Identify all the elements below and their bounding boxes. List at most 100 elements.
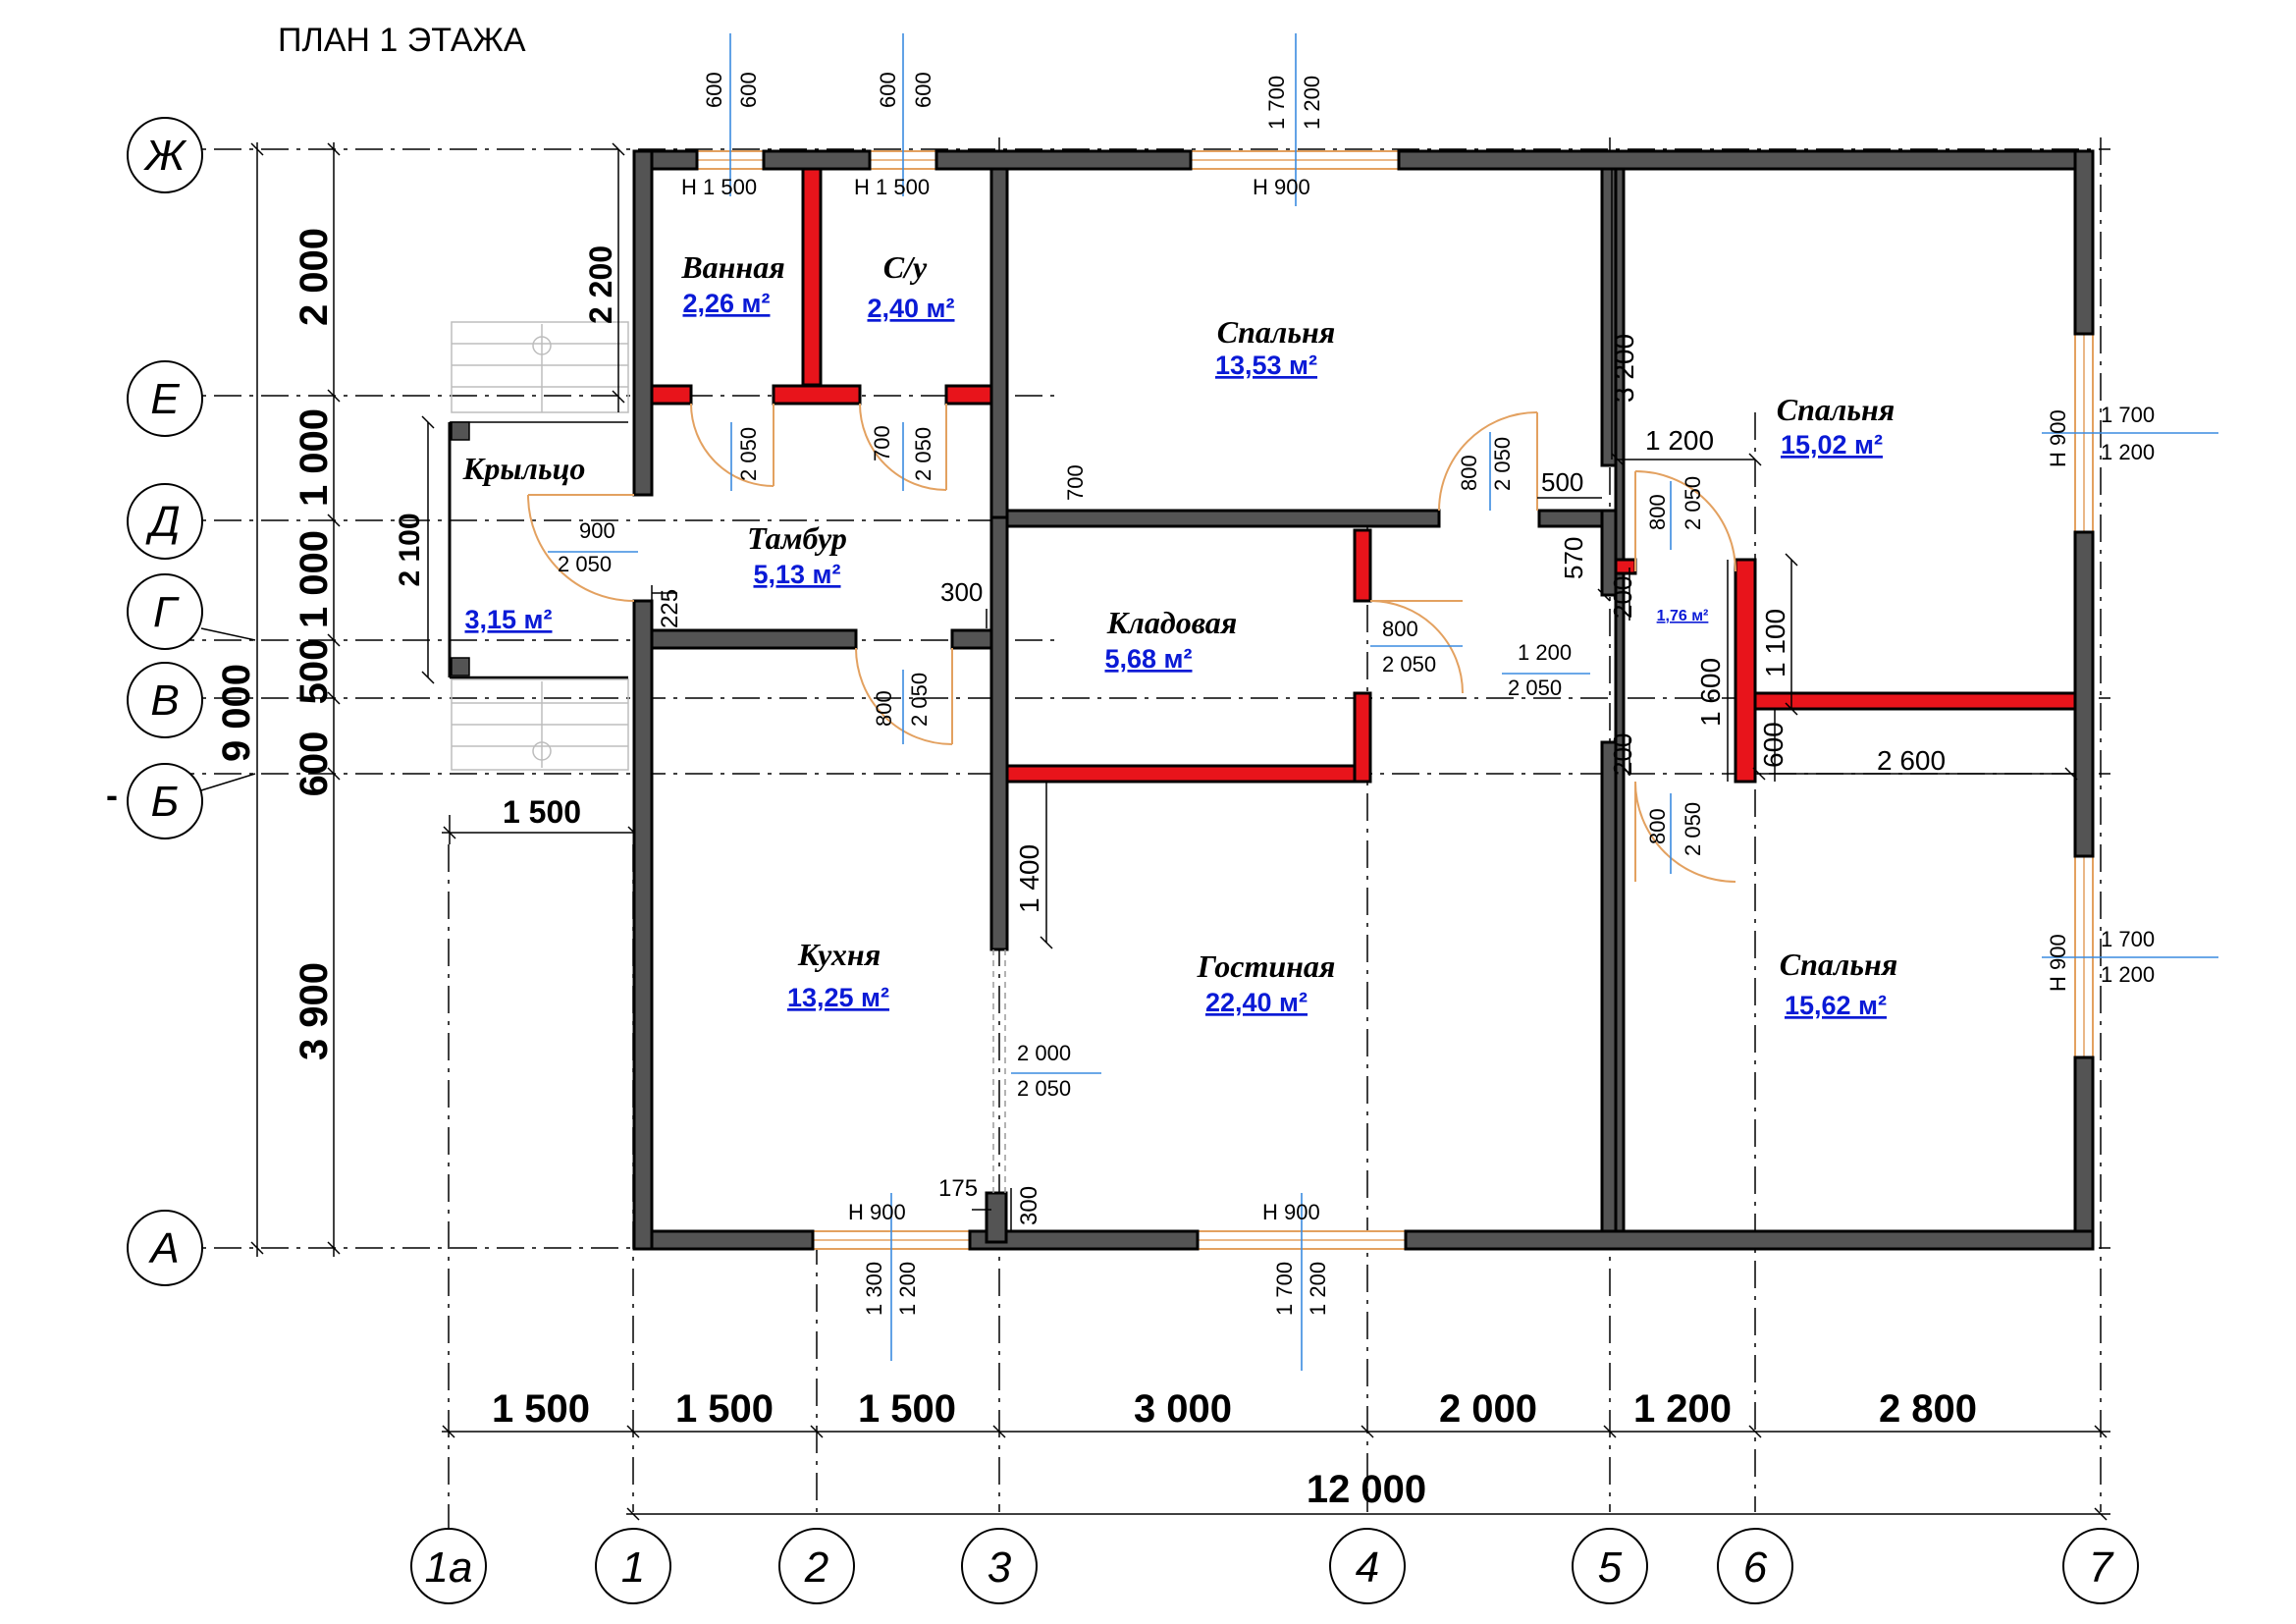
svg-text:2 050: 2 050	[1508, 676, 1562, 700]
room-living: Гостиная 22,40 м²	[1197, 948, 1336, 1017]
dim-left-3: 1 000	[293, 530, 336, 628]
svg-text:800: 800	[1457, 455, 1481, 491]
partition-walls	[650, 167, 2077, 784]
svg-text:300: 300	[940, 577, 983, 607]
svg-text:2 050: 2 050	[907, 673, 932, 727]
svg-text:Н 1 500: Н 1 500	[854, 175, 930, 199]
column-axis-bubbles: 1а 1 2 3 4 5 6 7	[410, 1528, 2139, 1604]
room-area-bedroom-2: 15,02 м²	[1781, 430, 1883, 460]
room-bath: Ванная 2,26 м²	[680, 249, 784, 318]
room-area-porch: 3,15 м²	[464, 605, 552, 634]
svg-text:7: 7	[2089, 1543, 2114, 1592]
svg-text:2 050: 2 050	[736, 427, 761, 481]
axis-bubble-5: 5	[1572, 1528, 1648, 1604]
dim-left-4: 500	[293, 639, 336, 705]
room-name-porch: Крыльцо	[462, 451, 586, 486]
row-axis-bubbles: Ж Е Д Г В Б А	[127, 117, 256, 1286]
svg-text:Н 900: Н 900	[848, 1200, 906, 1224]
dim-bottom-total: 12 000	[1307, 1468, 1426, 1511]
room-hall-small: 1,76 м²	[1657, 608, 1709, 624]
dim-porch-width: 1 500	[503, 794, 581, 830]
svg-text:Ж: Ж	[143, 132, 187, 180]
svg-text:1а: 1а	[425, 1543, 473, 1592]
svg-text:175: 175	[938, 1175, 978, 1202]
room-area-vestibule: 5,13 м²	[753, 560, 840, 589]
svg-text:570: 570	[1559, 537, 1588, 579]
bottom-dimensions: 1 500 1 500 1 500 3 000 2 000 1 200 2 80…	[442, 1387, 2110, 1521]
svg-text:800: 800	[1382, 617, 1418, 641]
axis-bubble-b: Б	[127, 763, 256, 839]
room-name-storage: Кладовая	[1106, 605, 1238, 640]
svg-text:200: 200	[1608, 733, 1637, 776]
room-area-bath: 2,26 м²	[682, 289, 770, 318]
interior-dim-lines	[651, 169, 2078, 1231]
room-name-bath: Ванная	[680, 249, 784, 285]
room-area-storage: 5,68 м²	[1104, 644, 1192, 674]
svg-text:Н 900: Н 900	[1253, 175, 1310, 199]
svg-text:225: 225	[657, 589, 683, 628]
dim-bottom-3: 1 500	[858, 1387, 956, 1431]
axis-bubble-1a: 1а	[410, 1528, 487, 1604]
svg-text:1 200: 1 200	[1645, 425, 1714, 456]
dim-left-2: 1 000	[293, 408, 336, 507]
dim-left-total: 9 000	[215, 664, 258, 762]
svg-text:1 700: 1 700	[1272, 1262, 1297, 1316]
room-bedroom-2: Спальня 15,02 м²	[1777, 392, 1895, 460]
svg-text:5: 5	[1598, 1543, 1623, 1592]
dim-left-6: 3 900	[293, 962, 336, 1060]
svg-text:А: А	[147, 1224, 179, 1272]
axis-bubble-7: 7	[2062, 1528, 2139, 1604]
svg-text:Н 900: Н 900	[2046, 409, 2070, 467]
svg-text:1 200: 1 200	[1306, 1262, 1330, 1316]
svg-text:200: 200	[1608, 576, 1637, 619]
room-name-wc: С/у	[883, 249, 928, 285]
svg-text:1 700: 1 700	[2101, 927, 2155, 951]
axis-bubble-4: 4	[1329, 1528, 1406, 1604]
svg-text:1 600: 1 600	[1695, 658, 1726, 727]
dim-bottom-6: 1 200	[1633, 1387, 1732, 1431]
svg-text:300: 300	[1016, 1186, 1042, 1225]
svg-text:2 050: 2 050	[911, 427, 935, 481]
svg-text:Е: Е	[150, 375, 180, 423]
room-area-wc: 2,40 м²	[867, 294, 954, 323]
svg-text:1 200: 1 200	[2101, 962, 2155, 987]
axis-bubble-a: А	[127, 1210, 203, 1286]
svg-text:Д: Д	[145, 498, 181, 546]
svg-text:2 050: 2 050	[1681, 476, 1705, 530]
dim-porch-height: 2 200	[583, 245, 618, 324]
svg-text:700: 700	[1063, 464, 1088, 501]
svg-text:600: 600	[1758, 722, 1789, 768]
room-name-bedroom-3: Спальня	[1780, 947, 1897, 982]
svg-text:500: 500	[1541, 467, 1583, 497]
svg-text:1 200: 1 200	[1300, 76, 1324, 130]
svg-text:2: 2	[804, 1543, 828, 1592]
axis-bubble-zh: Ж	[127, 117, 203, 193]
axis-bubble-3: 3	[961, 1528, 1038, 1604]
dim-left-5: 600	[293, 731, 336, 797]
room-vestibule: Тамбур 5,13 м²	[747, 520, 847, 589]
room-name-kitchen: Кухня	[797, 937, 881, 972]
axis-bubble-v: В	[127, 662, 203, 738]
svg-text:Г: Г	[153, 588, 180, 636]
room-name-vestibule: Тамбур	[747, 520, 847, 556]
svg-text:2 600: 2 600	[1877, 745, 1946, 776]
svg-text:600: 600	[736, 72, 761, 108]
room-area-bedroom-3: 15,62 м²	[1785, 991, 1887, 1020]
svg-text:1 300: 1 300	[862, 1262, 886, 1316]
svg-text:2 050: 2 050	[1382, 652, 1436, 677]
doors	[527, 403, 1736, 1193]
svg-text:700: 700	[870, 425, 894, 461]
axis-bubble-g: Г	[127, 573, 256, 650]
svg-text:600: 600	[702, 72, 726, 108]
svg-text:800: 800	[1645, 808, 1670, 844]
porch-stairs: 2 200 2 100 1 500	[394, 142, 641, 844]
plan-title: ПЛАН 1 ЭТАЖА	[278, 22, 526, 59]
axis-bubble-d: Д	[127, 483, 203, 560]
svg-text:Б: Б	[151, 778, 180, 826]
svg-text:3: 3	[988, 1543, 1012, 1592]
svg-text:2 000: 2 000	[1017, 1041, 1071, 1065]
svg-text:600: 600	[911, 72, 935, 108]
svg-text:3 200: 3 200	[1609, 334, 1639, 403]
annotation-labels: 600 600 600 600 1 700 1 200 Н 1 500 Н 1 …	[558, 72, 2155, 1316]
